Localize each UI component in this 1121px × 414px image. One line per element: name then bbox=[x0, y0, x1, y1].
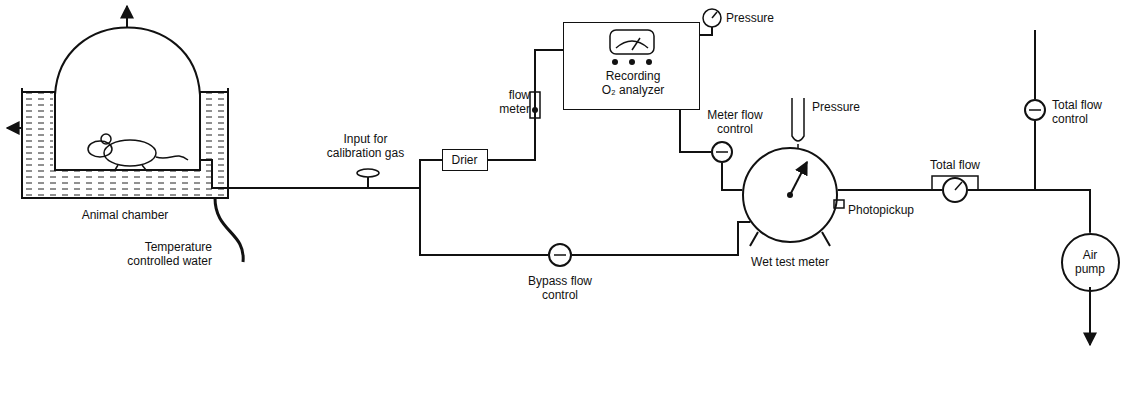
analyzer-dial bbox=[616, 38, 648, 50]
callout-label: Input for calibration gas bbox=[318, 132, 413, 160]
part-label: Photopickup bbox=[848, 203, 928, 217]
flow-control-valve: Total flow control bbox=[1024, 99, 1046, 121]
flow-control-valve: Meter flow control bbox=[711, 141, 733, 163]
circle-outline bbox=[1024, 99, 1046, 121]
gauge-needle bbox=[712, 12, 717, 18]
mouse-body bbox=[104, 140, 156, 166]
calibration-valve bbox=[367, 177, 369, 188]
chamber-outlet-tube bbox=[200, 160, 228, 188]
node-label: Animal chamber bbox=[60, 208, 190, 222]
circle-outline bbox=[943, 178, 967, 202]
flow-gauge: Total flow bbox=[942, 177, 968, 203]
node-label: Total flow control bbox=[1052, 98, 1114, 126]
manometer bbox=[792, 98, 804, 148]
circle-outline bbox=[1062, 234, 1119, 291]
air-inlet bbox=[126, 6, 128, 28]
pipe bbox=[1035, 121, 1090, 233]
pipe bbox=[228, 188, 548, 255]
valve-stems bbox=[554, 110, 1041, 255]
circle-outline bbox=[742, 147, 838, 243]
flow-control-valve: Bypass flow control bbox=[548, 243, 572, 267]
pressure-gauge bbox=[703, 9, 721, 27]
air-pump: Air pump bbox=[1061, 233, 1120, 292]
mouse-legs bbox=[115, 165, 146, 170]
node-label: Total flow bbox=[925, 158, 985, 172]
node-label: Air pump bbox=[1068, 248, 1112, 276]
part-label: flow meter bbox=[488, 88, 530, 116]
circle-outline bbox=[942, 177, 968, 203]
exhaust-pipe bbox=[1089, 287, 1091, 345]
mouse-ear bbox=[101, 134, 111, 144]
callout-label: Temperature controlled water bbox=[108, 240, 212, 268]
oxygen-analyzer: Recording O₂ analyzer bbox=[563, 22, 700, 110]
mouse-tail bbox=[156, 156, 188, 160]
chamber-dome bbox=[55, 28, 200, 96]
pipe bbox=[680, 110, 711, 152]
meter-hand bbox=[790, 162, 807, 195]
analyzer-knob bbox=[612, 59, 618, 65]
side-outlet bbox=[7, 127, 22, 129]
pipe bbox=[572, 222, 750, 255]
meter-legs bbox=[750, 232, 830, 246]
circle-outline bbox=[743, 148, 837, 242]
flow-needle bbox=[955, 182, 962, 190]
meter-hub bbox=[787, 192, 793, 198]
circle-outline bbox=[548, 243, 572, 267]
wet-test-meter: Wet test meter bbox=[742, 147, 838, 243]
water-hose bbox=[215, 198, 243, 262]
gauge-pipe bbox=[700, 27, 712, 35]
jacket-rim bbox=[22, 91, 228, 93]
node-label: Drier bbox=[452, 153, 478, 167]
node-label: Wet test meter bbox=[745, 255, 835, 269]
node-label: Recording O₂ analyzer bbox=[598, 69, 668, 97]
gauge-label: Pressure bbox=[726, 11, 786, 25]
circle-outline bbox=[1025, 100, 1045, 120]
pipe bbox=[968, 190, 1090, 233]
drawing-part bbox=[7, 6, 1090, 345]
pipe bbox=[488, 50, 563, 160]
manometer-label: Pressure bbox=[812, 100, 872, 114]
pipe bbox=[722, 163, 742, 190]
pipe bbox=[838, 189, 942, 191]
animal-chamber: Animal chamber bbox=[22, 88, 228, 198]
drier-box: Drier bbox=[442, 149, 488, 171]
intake-pipe bbox=[1034, 30, 1036, 99]
circle-outline bbox=[712, 142, 732, 162]
analyzer-knob bbox=[629, 59, 635, 65]
chamber-inner-wall bbox=[55, 92, 200, 170]
pipe bbox=[228, 160, 442, 188]
node-label: Meter flow control bbox=[704, 108, 766, 136]
water-jacket bbox=[24, 92, 226, 196]
valve-handle bbox=[357, 169, 379, 177]
analyzer-meter bbox=[610, 30, 654, 54]
node-label: Bypass flow control bbox=[524, 274, 596, 302]
chamber-outer-wall bbox=[22, 88, 228, 198]
circle-outline bbox=[711, 141, 733, 163]
circle-outline bbox=[549, 244, 571, 266]
analyzer-knob bbox=[646, 59, 652, 65]
